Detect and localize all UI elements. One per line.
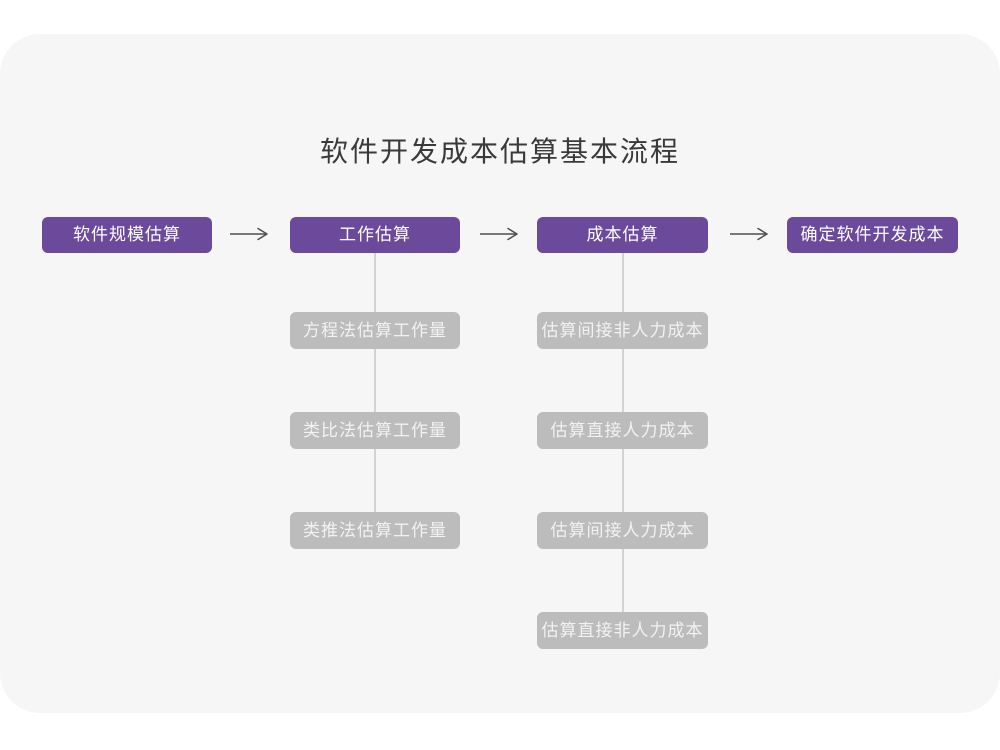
node-analogy-method-workload: 类比法估算工作量 <box>290 412 460 449</box>
arrow-right-icon <box>480 227 518 241</box>
node-extrapolation-method-workload: 类推法估算工作量 <box>290 512 460 549</box>
node-work-estimation: 工作估算 <box>290 217 460 253</box>
node-indirect-non-labor-cost: 估算间接非人力成本 <box>537 312 708 349</box>
work-estimation-connector-line <box>374 253 376 530</box>
node-determine-software-dev-cost: 确定软件开发成本 <box>787 217 958 253</box>
node-direct-non-labor-cost: 估算直接非人力成本 <box>537 612 708 649</box>
page-title: 软件开发成本估算基本流程 <box>319 136 680 167</box>
arrow-right-icon <box>730 227 768 241</box>
flowchart-card: 软件开发成本估算基本流程 软件规模估算 工作估算 成本估算 确定软件开发成本 方… <box>0 34 1000 713</box>
node-software-scale-estimation: 软件规模估算 <box>42 217 212 253</box>
arrow-right-icon <box>230 227 268 241</box>
node-indirect-labor-cost: 估算间接人力成本 <box>537 512 708 549</box>
node-direct-labor-cost: 估算直接人力成本 <box>537 412 708 449</box>
node-cost-estimation: 成本估算 <box>537 217 708 253</box>
node-equation-method-workload: 方程法估算工作量 <box>290 312 460 349</box>
